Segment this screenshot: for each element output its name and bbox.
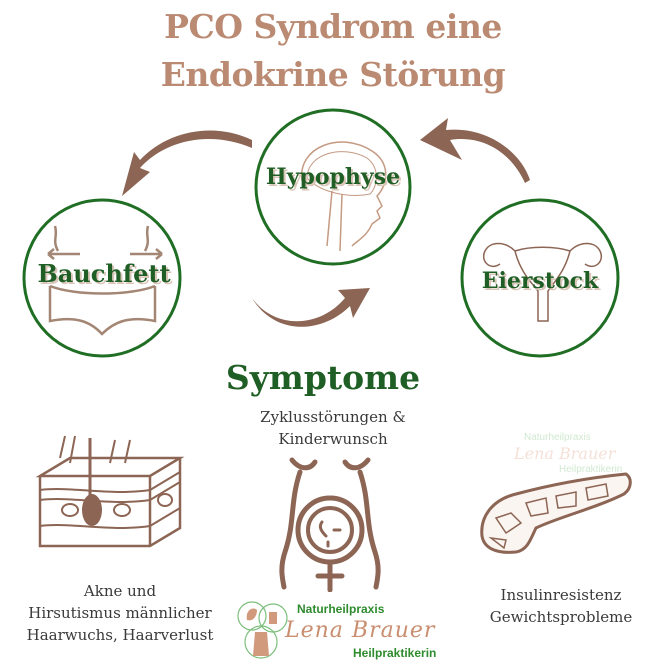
logo: Naturheilpraxis Lena Brauer Heilpraktike… xyxy=(235,596,445,662)
uterus-icon xyxy=(460,198,620,358)
watermark-bottom-text: Heilpraktikerin xyxy=(559,464,623,475)
node-label-bauchfett: Bauchfett xyxy=(37,259,171,288)
watermark-top-text: Naturheilpraxis xyxy=(524,432,591,443)
symptoms-heading: Symptome xyxy=(225,358,421,397)
node-label-hypophyse: Hypophyse xyxy=(265,164,401,190)
logo-name: Lena Brauer xyxy=(285,618,436,643)
title-line-1: PCO Syndrom eine xyxy=(164,7,502,46)
symptom-right-text: Insulinresistenz Gewichtsprobleme xyxy=(456,584,666,628)
symptom-left-text: Akne und Hirsutismus männlicher Haarwuch… xyxy=(0,580,240,646)
watermark-logo: Naturheilpraxis Lena Brauer Heilpraktike… xyxy=(484,432,634,478)
arrow-to-hypophyse xyxy=(420,118,530,183)
logo-top-text: Naturheilpraxis xyxy=(297,602,385,616)
symptom-center-line-2: Kinderwunsch xyxy=(278,430,388,448)
symptom-left-line-1: Akne und xyxy=(83,582,157,600)
node-label-eierstock: Eierstock xyxy=(481,268,599,294)
logo-bottom-text: Heilpraktikerin xyxy=(353,646,437,660)
node-eierstock: Eierstock xyxy=(460,196,628,364)
pregnant-body-icon xyxy=(279,457,381,592)
node-bauchfett: Bauchfett xyxy=(20,196,188,358)
symptom-left-line-3: Haarwuchs, Haarverlust xyxy=(26,626,214,644)
symptom-center-line-1: Zyklusstörungen & xyxy=(260,408,406,426)
waist-icon xyxy=(22,198,182,358)
node-hypophyse: Hypophyse xyxy=(252,106,414,268)
arrow-to-bauchfett xyxy=(122,130,252,196)
watermark-name: Lena Brauer xyxy=(514,444,616,463)
logo-emblem-icon xyxy=(237,601,288,659)
title-line-2: Endokrine Störung xyxy=(160,55,506,94)
brain-head-icon xyxy=(254,108,412,266)
symptom-left-line-2: Hirsutismus männlicher xyxy=(28,604,212,622)
arrow-to-eierstock xyxy=(252,288,370,327)
pancreas-icon xyxy=(480,472,632,554)
skin-layer-icon xyxy=(35,435,185,548)
symptom-center-text: Zyklusstörungen & Kinderwunsch xyxy=(220,406,446,450)
symptom-right-line-2: Gewichtsprobleme xyxy=(489,608,633,626)
symptom-right-line-1: Insulinresistenz xyxy=(500,586,622,604)
